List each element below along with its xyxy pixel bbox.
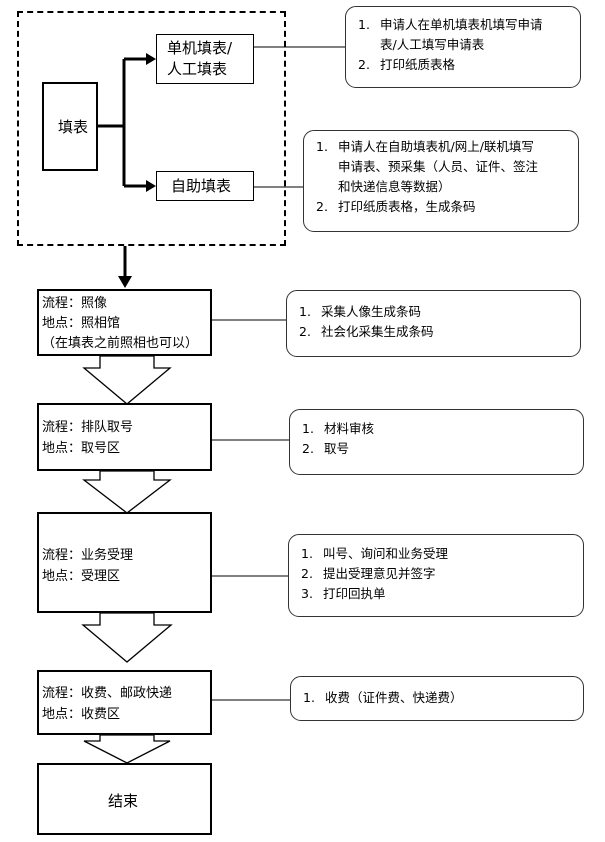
note-single-fill-list: 1.申请人在单机填表机填写申请 表/人工填写申请表 2.打印纸质表格 bbox=[358, 15, 543, 75]
single-fill-box: 单机填表/ 人工填表 bbox=[156, 34, 254, 84]
step-photo-process: 流程：照像 bbox=[42, 296, 108, 311]
step-accept-location: 地点：受理区 bbox=[42, 569, 121, 584]
list-item: 和快递信息等数据） bbox=[338, 179, 451, 194]
note-step-photo: 1.采集人像生成条码 2.社会化采集生成条码 bbox=[286, 290, 581, 357]
single-fill-label-line1: 单机填表/ bbox=[167, 39, 233, 57]
list-item: 2.打印纸质表格 bbox=[358, 57, 456, 72]
list-item: 1.叫号、询问和业务受理 bbox=[301, 546, 449, 561]
list-item: 2.取号 bbox=[302, 441, 350, 456]
branch-arrowhead-top bbox=[146, 53, 156, 65]
list-item: 1.收费（证件费、快递费） bbox=[303, 690, 463, 705]
fill-form-box: 填表 bbox=[42, 82, 98, 171]
list-item: 2.社会化采集生成条码 bbox=[299, 324, 434, 339]
single-fill-label-line2: 人工填表 bbox=[167, 60, 228, 78]
note-step-accept: 1.叫号、询问和业务受理 2.提出受理意见并签字 3.打印回执单 bbox=[288, 534, 584, 617]
step-photo-remark: （在填表之前照相也可以） bbox=[42, 336, 199, 351]
list-item: 申请表、预采集（人员、证件、签注 bbox=[338, 159, 539, 174]
step-accept-box: 流程：业务受理 地点：受理区 bbox=[37, 512, 212, 613]
note-step-fee: 1.收费（证件费、快递费） bbox=[290, 676, 584, 721]
self-fill-box: 自助填表 bbox=[156, 171, 254, 201]
down-arrowhead bbox=[118, 276, 132, 288]
note-step-queue-list: 1.材料审核 2.取号 bbox=[302, 419, 374, 459]
note-single-fill: 1.申请人在单机填表机填写申请 表/人工填写申请表 2.打印纸质表格 bbox=[345, 6, 581, 88]
list-item: 1.材料审核 bbox=[302, 421, 375, 436]
list-item: 2.提出受理意见并签字 bbox=[301, 566, 436, 581]
block-arrow-1 bbox=[82, 355, 172, 405]
fill-form-label: 填表 bbox=[58, 118, 89, 136]
step-photo-box: 流程：照像 地点：照相馆 （在填表之前照相也可以） bbox=[37, 289, 212, 356]
list-item: 3.打印回执单 bbox=[301, 586, 386, 601]
step-fee-process: 流程：收费、邮政快递 bbox=[42, 686, 173, 701]
step-fee-box: 流程：收费、邮政快递 地点：收费区 bbox=[37, 670, 212, 735]
note-step-queue: 1.材料审核 2.取号 bbox=[289, 409, 584, 475]
branch-arrowhead-bottom bbox=[146, 180, 156, 192]
step-photo-location: 地点：照相馆 bbox=[42, 316, 121, 331]
block-arrow-2 bbox=[82, 470, 172, 514]
step-queue-box: 流程：排队取号 地点：取号区 bbox=[37, 403, 212, 471]
list-item: 1.申请人在单机填表机填写申请 bbox=[358, 17, 543, 32]
list-item: 2.打印纸质表格，生成条码 bbox=[316, 199, 476, 214]
end-label: 结束 bbox=[108, 792, 139, 810]
step-queue-location: 地点：取号区 bbox=[42, 441, 121, 456]
note-step-fee-list: 1.收费（证件费、快递费） bbox=[303, 688, 463, 708]
self-fill-label: 自助填表 bbox=[171, 177, 232, 195]
fill-form-area bbox=[17, 11, 286, 246]
note-self-fill-list: 1.申请人在自助填表机/网上/联机填写 申请表、预采集（人员、证件、签注 和快递… bbox=[316, 137, 538, 217]
list-item: 1.申请人在自助填表机/网上/联机填写 bbox=[316, 139, 534, 154]
note-step-photo-list: 1.采集人像生成条码 2.社会化采集生成条码 bbox=[299, 302, 434, 342]
note-self-fill: 1.申请人在自助填表机/网上/联机填写 申请表、预采集（人员、证件、签注 和快递… bbox=[303, 130, 579, 232]
list-item: 1.采集人像生成条码 bbox=[299, 304, 422, 319]
note-step-accept-list: 1.叫号、询问和业务受理 2.提出受理意见并签字 3.打印回执单 bbox=[301, 544, 448, 604]
block-arrow-3 bbox=[81, 612, 173, 663]
end-box: 结束 bbox=[37, 763, 212, 835]
block-arrow-4 bbox=[83, 734, 171, 764]
list-item: 表/人工填写申请表 bbox=[380, 37, 485, 52]
step-accept-process: 流程：业务受理 bbox=[42, 548, 134, 563]
step-queue-process: 流程：排队取号 bbox=[42, 420, 134, 435]
step-fee-location: 地点：收费区 bbox=[42, 707, 121, 722]
